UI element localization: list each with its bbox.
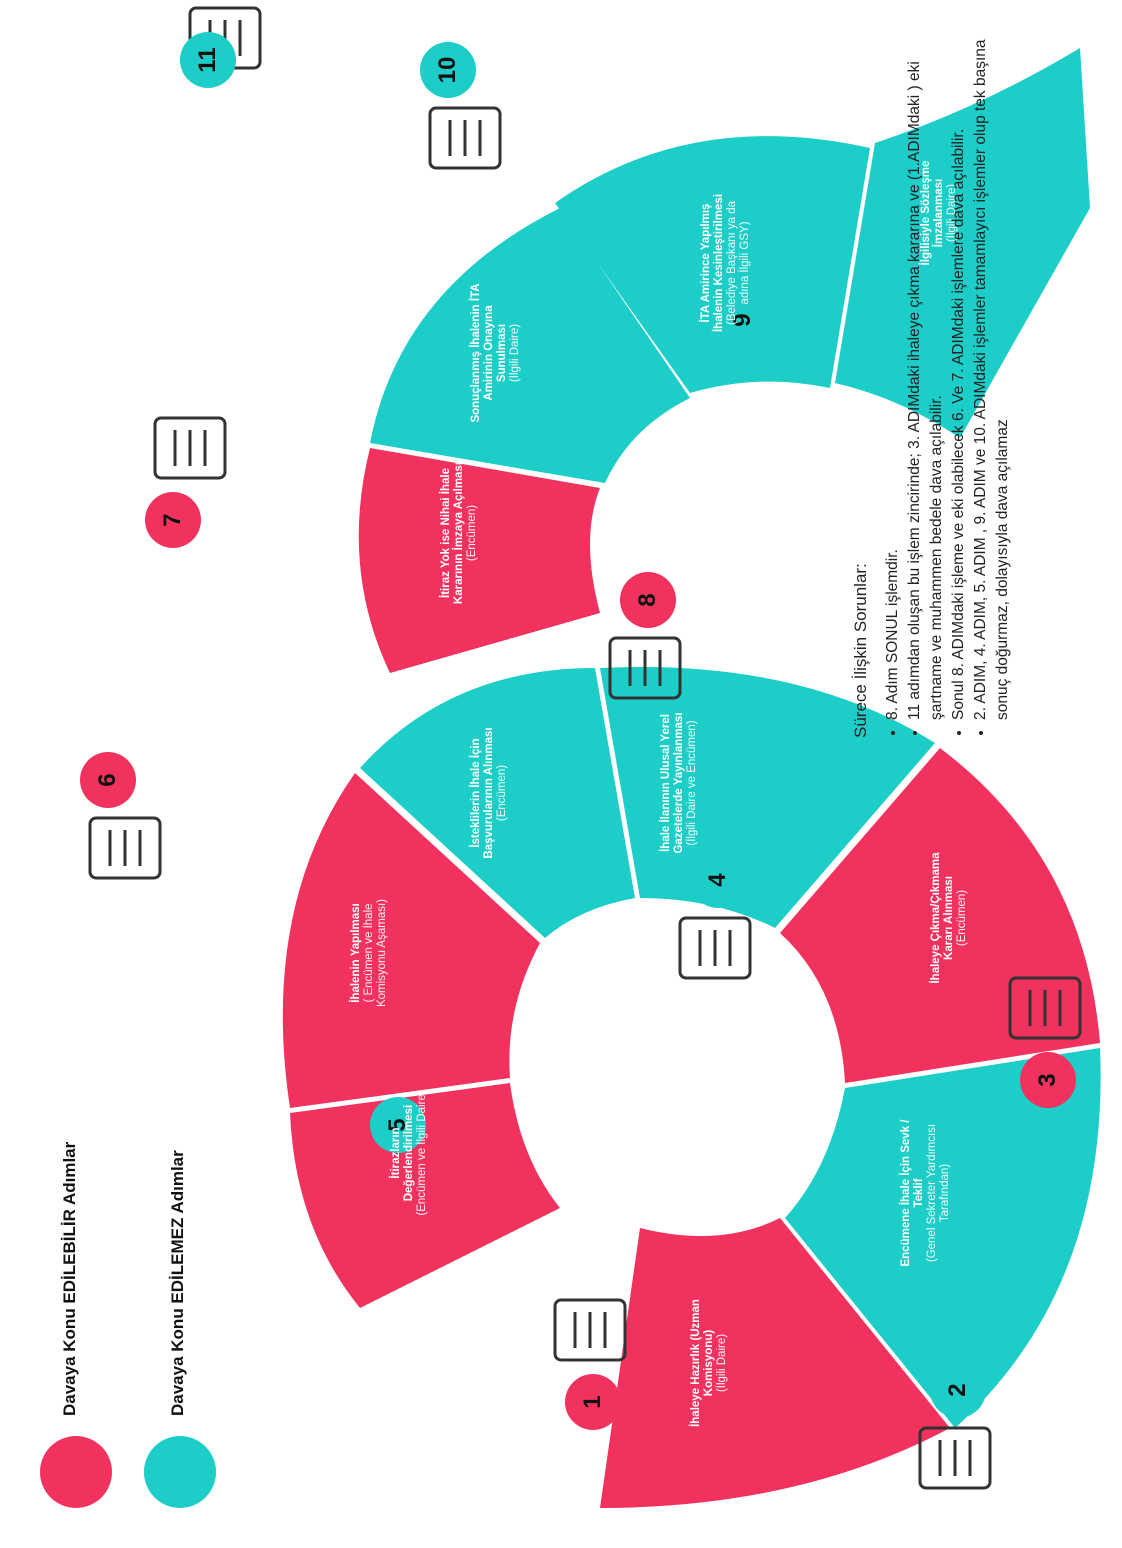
step-label-9: Sonuçlanmış İhalenin İTA Amirinin Onayın… [470, 278, 522, 428]
step-number-badge-7: 7 [145, 492, 201, 548]
legend-swatch-not-sueable [144, 1436, 216, 1508]
gavel-icon [88, 816, 162, 880]
step-title: İhalenin Yapılması [350, 903, 362, 1003]
ribbon-segment-1 [600, 1218, 950, 1508]
issues-panel: Sürece İlişkin Sorunlar: 8. Adım SONUL i… [850, 18, 1014, 738]
step-title: İhale İlanının Ulusal Yerel Gazetelerde … [660, 712, 685, 854]
step-label-1: İhaleye Hazırlık (Uzman Komisyonu)(İlgil… [690, 1288, 729, 1438]
step-owner: (Encümen ve İlgili Daire) [416, 1090, 428, 1216]
step-label-8: İtiraz Yok ise Nihai İhale Kararının İmz… [440, 458, 479, 608]
ribbon-segment-6 [282, 773, 540, 1108]
step-owner: (İlgili Daire) [509, 323, 521, 383]
signing-icon [608, 636, 682, 700]
step-number-badge-4: 4 [690, 852, 746, 908]
step-label-2: Encümene İhale İçin Sevk / Teklif(Genel … [900, 1118, 952, 1268]
step-label-5: İsteklilerin İhale İçin Başvurularının A… [470, 718, 509, 868]
step-label-7: İtirazların Değerlendirilmesi(Encümen ve… [390, 1078, 429, 1228]
ribbon-segment-4 [600, 666, 935, 928]
issues-heading: Sürece İlişkin Sorunlar: [851, 563, 870, 738]
step-title: İhaleye Hazırlık (Uzman Komisyonu) [690, 1299, 715, 1427]
step-label-4: İhale İlanının Ulusal Yerel Gazetelerde … [660, 708, 699, 858]
step-label-3: İhaleye Çıkma/Çıkmama Kararı Alınması(En… [930, 843, 969, 993]
step-label-10: İTA Amirince Yapılmış İhalenin Kesinleşt… [700, 188, 752, 338]
ribbon-segment-8 [358, 448, 600, 673]
step-title: Encümene İhale İçin Sevk / Teklif [900, 1119, 925, 1267]
step-title: İTA Amirince Yapılmış İhalenin Kesinleşt… [700, 193, 725, 333]
meeting-icon [553, 1298, 627, 1362]
legend-swatch-sueable [40, 1436, 112, 1508]
step-owner: (Genel Sekreter Yardımcısı Tarafından) [926, 1123, 951, 1263]
step-number-badge-10: 10 [420, 42, 476, 98]
step-title: İsteklilerin İhale İçin Başvurularının A… [470, 727, 495, 859]
legend-sueable-label: Davaya Konu EDİLEBİLİR Adımlar [60, 1141, 79, 1416]
step-title: İtiraz Yok ise Nihai İhale Kararının İmz… [440, 461, 465, 605]
document-check-icon [918, 1426, 992, 1490]
ribbon-segment-5 [360, 668, 635, 938]
vote-meeting-icon [1008, 976, 1082, 1040]
step-owner: (İlgili Daire ve Encümen) [686, 720, 698, 846]
step-number-badge-3: 3 [1020, 1052, 1076, 1108]
step-number-badge-8: 8 [620, 572, 676, 628]
step-number-badge-11: 11 [180, 32, 236, 88]
step-number-badge-2: 2 [930, 1362, 986, 1418]
step-owner: (İlgili Daire) [716, 1333, 728, 1393]
ribbon-segment-2 [785, 1048, 1101, 1428]
ribbon-segment-11 [835, 48, 1090, 438]
step-owner: ( Encümen ve İhale Komisyonu Aşaması) [363, 899, 388, 1008]
step-owner: (Encümen) [496, 764, 508, 822]
step-owner: (Encümen) [956, 889, 968, 947]
issue-item: 11 adımdan oluşan bu işlem zincirinde; 3… [904, 18, 948, 720]
issue-item: 8. Adım SONUL işlemdir. [882, 18, 904, 720]
step-title: İtirazların Değerlendirilmesi [390, 1104, 415, 1202]
issue-item: 2. ADIM, 4. ADIM, 5. ADIM , 9. ADIM ve 1… [970, 18, 1014, 720]
legend-not-sueable-label: Davaya Konu EDİLEMEZ Adımlar [168, 1150, 187, 1416]
step-title: İhaleye Çıkma/Çıkmama Kararı Alınması [930, 852, 955, 984]
newspaper-icon [678, 916, 752, 980]
step-owner: (Belediye Başkanı ya da adına İlgili GSY… [726, 200, 751, 326]
ribbon-segment-9 [370, 208, 690, 483]
step-number-badge-1: 1 [565, 1374, 621, 1430]
step-label-6: İhalenin Yapılması( Encümen ve İhale Kom… [350, 878, 389, 1028]
step-title: Sonuçlanmış İhalenin İTA Amirinin Onayın… [470, 283, 508, 423]
review-icon [153, 416, 227, 480]
stamp-icon [428, 106, 502, 170]
ribbon-segment-3 [780, 748, 1100, 1083]
step-number-badge-6: 6 [80, 752, 136, 808]
ribbon-segment-10 [555, 136, 870, 393]
issues-list: 8. Adım SONUL işlemdir.11 adımdan oluşan… [882, 18, 1014, 738]
issue-item: Sonul 8. ADIMdaki işleme ve eki olabilec… [948, 18, 970, 720]
ribbon-segment-7 [290, 1083, 560, 1308]
step-owner: (Encümen) [466, 504, 478, 562]
